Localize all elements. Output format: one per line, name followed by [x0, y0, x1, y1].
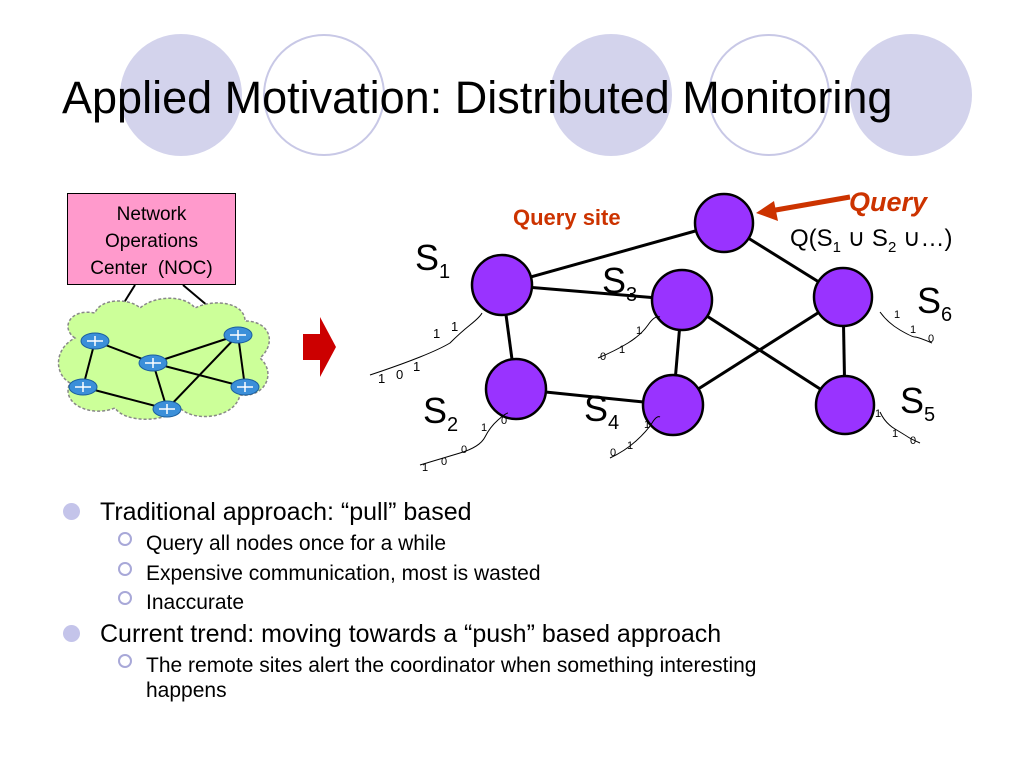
- router-icon-2: [138, 354, 168, 372]
- node-s4: [641, 373, 705, 437]
- query-arrow-icon: [756, 201, 778, 221]
- header-circle-2: [263, 34, 385, 156]
- bit-s3-2: 1: [636, 325, 642, 337]
- noc-box: Network Operations Center (NOC): [67, 193, 236, 285]
- query-expression: Q(S1 ∪ S2 ∪…): [790, 225, 953, 256]
- bit-s5-0: 1: [875, 408, 881, 420]
- edge-query-s1: [501, 221, 725, 287]
- site-label-s6: S6: [917, 280, 952, 326]
- header-circle-5: [850, 34, 972, 156]
- sub-bullet-ring-1-2: [118, 562, 132, 576]
- bit-s2-3: 1: [481, 422, 487, 434]
- edge-s6-s4: [672, 295, 844, 407]
- node-s1: [470, 253, 534, 317]
- router-icon-3: [223, 326, 253, 344]
- network-cloud: [57, 284, 270, 420]
- router-icon-5: [230, 378, 260, 396]
- noc-line-1: Network: [116, 204, 187, 225]
- bit-s5-2: 0: [910, 435, 916, 447]
- site-label-s3: S3: [602, 260, 637, 306]
- sub-bullet-1-3: Inaccurate: [146, 591, 245, 614]
- slide-title: Applied Motivation: Distributed Monitori…: [62, 72, 893, 123]
- query-label: Query: [849, 187, 929, 217]
- bit-s1-0: 1: [378, 371, 385, 386]
- site-label-s4: S4: [584, 388, 619, 434]
- node-s2: [484, 357, 548, 421]
- bit-s6-1: 1: [910, 324, 916, 336]
- bullet-dot-2: [63, 625, 80, 642]
- bit-s2-1: 0: [441, 456, 447, 468]
- edge-s3-s5: [681, 298, 846, 407]
- sub-bullet-ring-1-3: [118, 591, 132, 605]
- bit-s2-0: 1: [422, 462, 428, 474]
- distributed-network: Query site Query Q(S1 ∪ S2 ∪…) S1 S3 S6 …: [369, 187, 953, 474]
- query-arrow-shaft: [769, 194, 851, 214]
- bit-s4-1: 1: [627, 440, 633, 452]
- bit-s1-4: 1: [451, 319, 458, 334]
- node-s6: [812, 266, 874, 328]
- sub-bullet-ring-2-1: [118, 654, 132, 668]
- node-s5: [814, 374, 876, 436]
- bit-s6-0: 1: [894, 309, 900, 321]
- node-s3: [650, 268, 714, 332]
- sub-bullet-2-1: The remote sites alert the coordinator w…: [146, 654, 757, 677]
- bit-s5-1: 1: [892, 428, 898, 440]
- bit-s6-2: 0: [928, 333, 934, 345]
- header-circle-1: [120, 34, 242, 156]
- router-icon-1: [80, 332, 110, 350]
- transition-arrow-icon: [303, 317, 336, 377]
- bullet-1: Traditional approach: “pull” based: [100, 498, 472, 526]
- bit-s3-1: 1: [619, 344, 625, 356]
- bit-s1-2: 1: [413, 359, 420, 374]
- bit-s2-4: 0: [501, 415, 507, 427]
- node-query-site: [693, 192, 755, 254]
- sub-bullet-2-1-cont: happens: [146, 679, 227, 702]
- bit-s4-0: 0: [610, 447, 616, 459]
- query-site-label: Query site: [513, 205, 621, 230]
- bullet-2: Current trend: moving towards a “push” b…: [100, 620, 722, 648]
- site-label-s5: S5: [900, 380, 935, 426]
- bullet-dot-1: [63, 503, 80, 520]
- router-icon-6: [152, 400, 182, 418]
- sub-bullet-ring-1-1: [118, 532, 132, 546]
- bit-s2-2: 0: [461, 444, 467, 456]
- sub-bullet-1-1: Query all nodes once for a while: [146, 532, 446, 555]
- header-circle-4: [708, 34, 830, 156]
- header-circle-3: [550, 34, 672, 156]
- noc-line-2: Operations: [105, 231, 198, 252]
- router-icon-4: [68, 378, 98, 396]
- site-label-s1: S1: [415, 237, 450, 283]
- bit-s4-2: 1: [644, 419, 650, 431]
- site-label-s2: S2: [423, 390, 458, 436]
- sub-bullet-1-2: Expensive communication, most is wasted: [146, 562, 541, 585]
- bit-s1-1: 0: [396, 367, 403, 382]
- noc-line-3: Center (NOC): [90, 258, 213, 279]
- bit-s3-0: 0: [600, 351, 606, 363]
- bit-s1-3: 1: [433, 326, 440, 341]
